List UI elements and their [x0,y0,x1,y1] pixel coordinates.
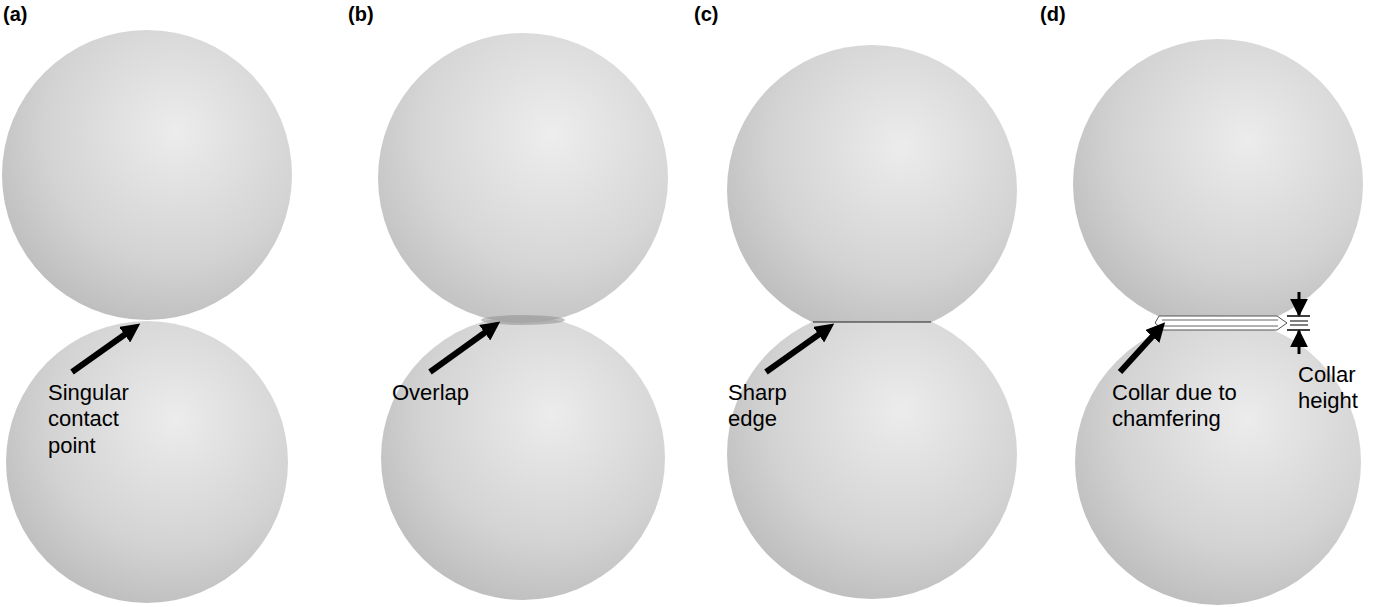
panel-letter: (b) [348,2,408,26]
panel-letter: (d) [1040,2,1100,26]
leader-arrows [72,326,1160,372]
panel-letter: (a) [3,2,63,26]
callout-label: Singular contact point [48,380,158,459]
collar-height-dimension [1287,292,1310,354]
callout-label: Overlap [392,380,512,406]
dimension-label: Collar height [1298,362,1378,415]
panel-a-spheres [2,30,292,603]
panel-c-spheres [727,45,1017,599]
panel-b-spheres [378,33,668,600]
panel-letter: (c) [694,2,754,26]
panel-d-spheres [1073,39,1363,605]
callout-label: Sharp edge [728,380,808,433]
callout-label: Collar due to chamfering [1112,380,1272,433]
